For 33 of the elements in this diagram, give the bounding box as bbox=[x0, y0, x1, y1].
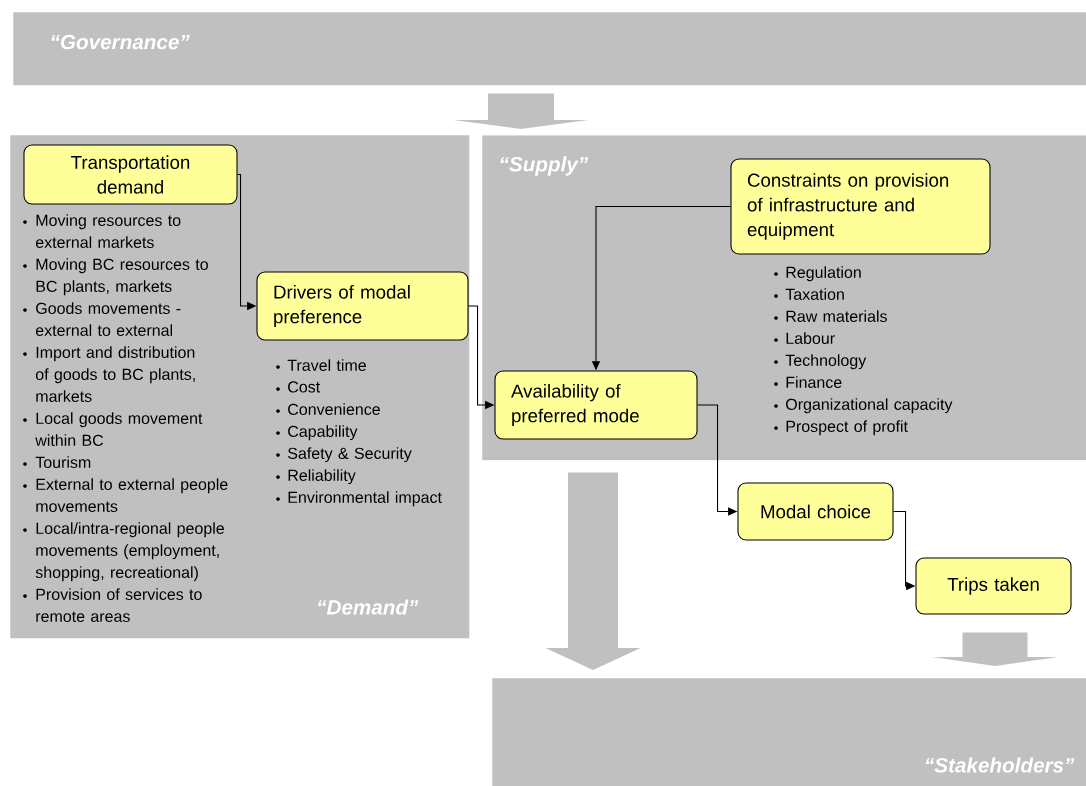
bullet-item: Travel time bbox=[276, 359, 366, 371]
bullet-item: Reliability bbox=[276, 469, 356, 485]
bullet-item: Labour bbox=[774, 332, 835, 344]
bullet-item: Technology bbox=[774, 354, 867, 370]
bullet-item: Goods movements - external to external bbox=[23, 302, 181, 336]
panel: “Governance” bbox=[13, 12, 1086, 86]
bullet-item: Local goods movement within BC bbox=[23, 412, 203, 446]
process-box: Constraints on provision of infrastructure and equipment bbox=[730, 158, 991, 255]
bullet-item: Taxation bbox=[774, 288, 844, 300]
bullet-item: Convenience bbox=[276, 403, 380, 415]
bullet-item: Safety & Security bbox=[276, 447, 412, 463]
block-arrow bbox=[545, 472, 641, 670]
bullet-item: Environmental impact bbox=[276, 491, 442, 507]
process-box: Modal choice bbox=[737, 482, 894, 541]
bullet-item: Cost bbox=[276, 381, 321, 393]
bullet-item: Import and distribution of goods to BC plants, markets bbox=[23, 346, 195, 402]
bullet-item: Raw materials bbox=[774, 310, 887, 322]
bullet-item: Provision of services to remote areas bbox=[23, 588, 202, 622]
process-box: Transportation demand bbox=[23, 144, 238, 205]
bullet-item: Organizational capacity bbox=[774, 398, 953, 414]
bullet-item: Moving resources to external markets bbox=[23, 214, 181, 248]
panel: “Stakeholders” bbox=[492, 678, 1086, 786]
bullet-item: Prospect of profit bbox=[774, 420, 908, 436]
process-box: Trips taken bbox=[915, 557, 1072, 615]
bullet-item: Capability bbox=[276, 425, 358, 441]
process-box: Drivers of modal preference bbox=[256, 271, 469, 341]
bullet-item: Finance bbox=[774, 376, 842, 388]
bullet-item: Tourism bbox=[23, 456, 91, 468]
bullet-item: Moving BC resources to BC plants, markets bbox=[23, 258, 208, 296]
bullet-item: Regulation bbox=[774, 266, 861, 282]
process-box: Availability of preferred mode bbox=[494, 370, 698, 440]
bullet-item: Local/intra-regional people movements (employment, shopping, recreational) bbox=[23, 522, 224, 582]
bullet-item: External to external people movements bbox=[23, 478, 228, 512]
